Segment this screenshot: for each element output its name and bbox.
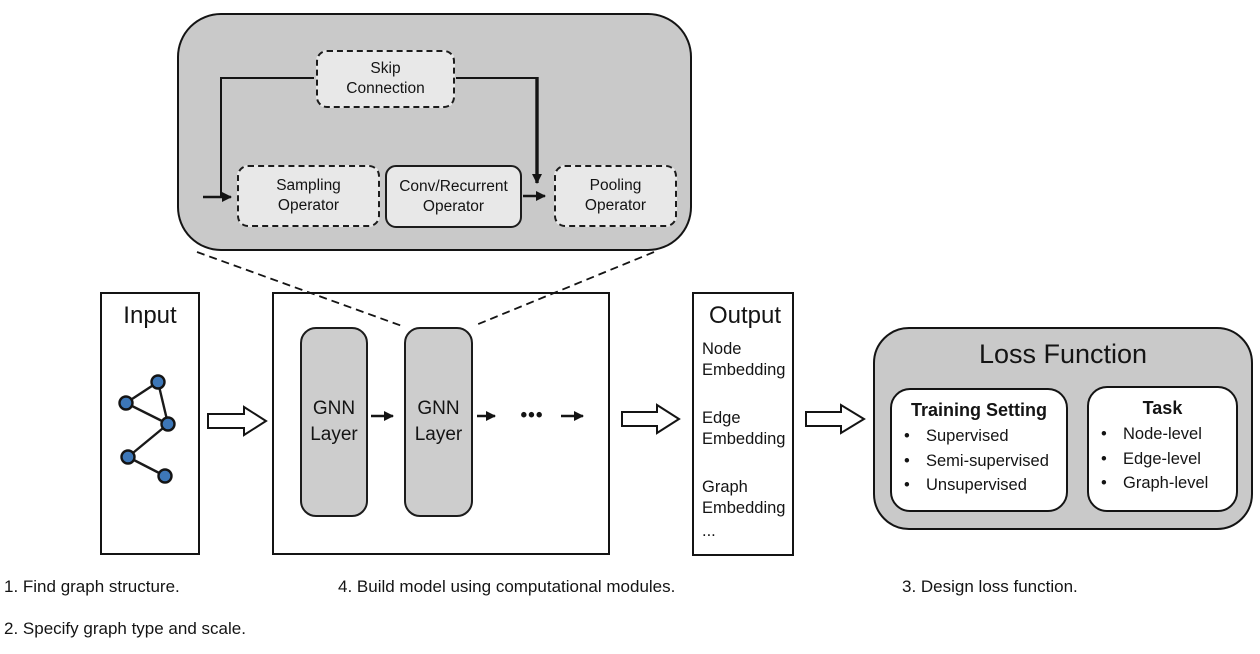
gnn-layer-1: GNN Layer [300, 327, 368, 517]
training-setting-box: Training Setting Supervised Semi-supervi… [890, 388, 1068, 512]
caption-step2: 2. Specify graph type and scale. [4, 619, 246, 638]
caption-step4: 4. Build model using computational modul… [338, 577, 676, 596]
training-setting-list: Supervised Semi-supervised Unsupervised [892, 424, 1066, 498]
output-to-loss-block-arrow [805, 403, 866, 435]
model-to-output-block-arrow [621, 403, 681, 435]
training-setting-title: Training Setting [910, 400, 1047, 420]
output-item-node-embedding: Node Embedding [702, 340, 786, 379]
output-item-edge-embedding: Edge Embedding [702, 409, 786, 448]
task-title: Task [1142, 398, 1183, 418]
training-item-supervised: Supervised [902, 424, 1066, 449]
task-item-node-level: Node-level [1099, 422, 1236, 447]
task-list: Node-level Edge-level Graph-level [1089, 422, 1236, 496]
training-item-unsupervised: Unsupervised [902, 473, 1066, 498]
input-to-model-block-arrow [207, 405, 268, 437]
task-item-graph-level: Graph-level [1099, 471, 1236, 496]
conv-recurrent-operator-box: Conv/Recurrent Operator [385, 165, 522, 228]
task-item-edge-level: Edge-level [1099, 447, 1236, 472]
loss-function-title: Loss Function [978, 339, 1148, 369]
pooling-operator-box: Pooling Operator [554, 165, 677, 227]
output-title: Output [708, 302, 782, 329]
skip-connection-box: Skip Connection [316, 50, 455, 108]
output-box: Output Node Embedding Edge Embedding Gra… [692, 292, 794, 556]
more-layers-ellipsis: ••• [520, 405, 544, 426]
sampling-operator-box: Sampling Operator [237, 165, 380, 227]
input-title: Input [123, 302, 177, 329]
training-item-semi-supervised: Semi-supervised [902, 449, 1066, 474]
caption-step3: 3. Design loss function. [902, 577, 1078, 596]
output-item-more: ... [702, 522, 716, 540]
task-box: Task Node-level Edge-level Graph-level [1087, 386, 1238, 512]
gnn-layer-2: GNN Layer [404, 327, 473, 517]
input-box: Input [100, 292, 200, 555]
output-item-graph-embedding: Graph Embedding [702, 478, 786, 517]
caption-step1: 1. Find graph structure. [4, 577, 180, 596]
